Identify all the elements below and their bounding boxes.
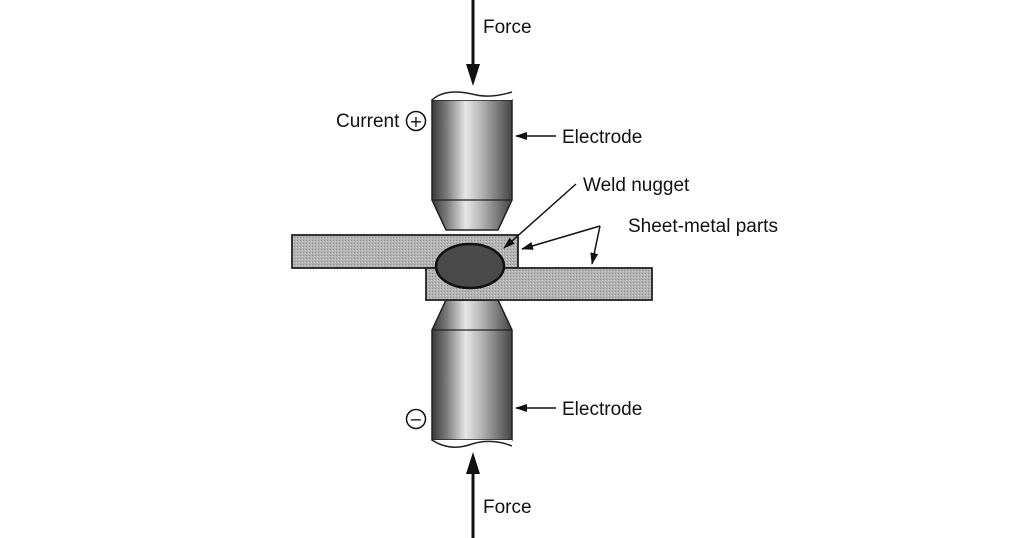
force-arrow-bottom [466,452,480,538]
electrode-label-bottom: Electrode [562,399,642,420]
electrode-label-top: Electrode [562,127,642,148]
current-label: Current [336,111,400,132]
negative-terminal-icon: − [405,408,427,430]
sheet-metal-pointer-lower [590,225,601,265]
positive-terminal-icon: + [405,110,427,132]
negative-sign: − [409,410,422,429]
weld-nugget-pointer [503,183,577,249]
electrode-bottom [431,299,513,448]
force-arrow-top [466,0,480,86]
weld-nugget [434,242,506,290]
force-label-bottom: Force [483,497,532,518]
force-label-top: Force [483,17,532,38]
sheet-metal-pointer-upper [521,225,601,250]
electrode-top [431,91,513,231]
positive-sign: + [409,112,422,131]
weld-nugget-label: Weld nugget [583,175,690,196]
sheet-metal-parts-label: Sheet-metal parts [628,216,778,237]
